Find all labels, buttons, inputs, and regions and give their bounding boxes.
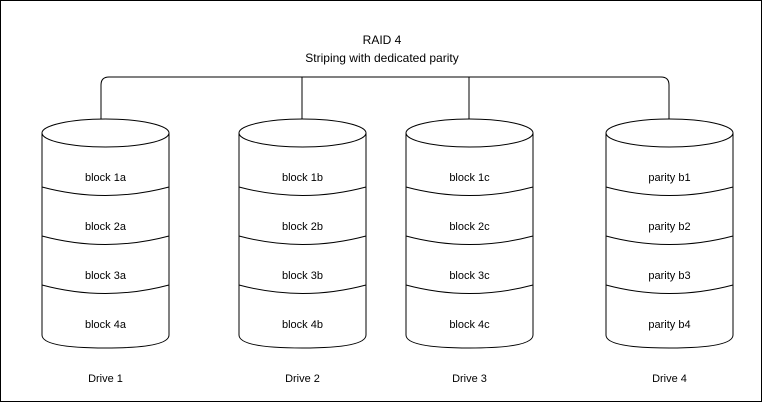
drive-4-block-2: parity b2 (648, 221, 690, 233)
drive-4-cylinder-body (605, 132, 734, 349)
drive-3-block-3: block 3c (449, 270, 490, 282)
drive-3-block-4: block 4c (449, 319, 490, 331)
drive-2-block-2: block 2b (282, 221, 323, 233)
drive-3-divider-2 (405, 235, 534, 245)
drive-1-block-4: block 4a (85, 319, 127, 331)
drive-2-cylinder-body (238, 132, 367, 349)
drive-1-block-1: block 1a (85, 172, 127, 184)
drive-2-divider-1 (238, 186, 367, 196)
drive-1-divider-1 (41, 186, 170, 196)
drive-4-block-4: parity b4 (648, 319, 690, 331)
drive-4-cylinder-top (605, 118, 734, 148)
drive-3-cylinder-body (405, 132, 534, 349)
drive-3-divider-1 (405, 186, 534, 196)
drive-4-block-3: parity b3 (648, 270, 690, 282)
drive-1-block-3: block 3a (85, 270, 127, 282)
drive-1-block-2: block 2a (85, 221, 127, 233)
drive-1-divider-2 (41, 235, 170, 245)
drive-1-cylinder-top (41, 118, 170, 148)
drive-1-group[interactable]: block 1a block 2a block 3a block 4a Driv… (41, 118, 170, 385)
drive-2-group[interactable]: block 1b block 2b block 3b block 4b Driv… (238, 118, 367, 385)
drive-1-cylinder-body (41, 132, 170, 349)
diagram-title-line1: RAID 4 (363, 33, 402, 47)
drive-3-divider-3 (405, 284, 534, 294)
drive-4-block-1: parity b1 (648, 172, 690, 184)
drive-2-block-3: block 3b (282, 270, 323, 282)
drive-1-divider-3 (41, 284, 170, 294)
drive-2-block-1: block 1b (282, 172, 323, 184)
drive-4-divider-1 (605, 186, 734, 196)
diagram-title-line2: Striping with dedicated parity (305, 51, 458, 65)
drive-2-label: Drive 2 (285, 373, 320, 385)
drive-2-block-4: block 4b (282, 319, 323, 331)
drive-4-divider-2 (605, 235, 734, 245)
drive-3-block-2: block 2c (449, 221, 490, 233)
drive-3-label: Drive 3 (452, 373, 487, 385)
drive-4-label: Drive 4 (652, 373, 687, 385)
drive-3-cylinder-top (405, 118, 534, 148)
drive-3-block-1: block 1c (449, 172, 490, 184)
drive-1-label: Drive 1 (88, 373, 123, 385)
drive-4-divider-3 (605, 284, 734, 294)
drive-3-group[interactable]: block 1c block 2c block 3c block 4c Driv… (405, 118, 534, 385)
drive-2-cylinder-top (238, 118, 367, 148)
controller-bus-bracket (100, 76, 670, 133)
drive-4-group[interactable]: parity b1 parity b2 parity b3 parity b4 … (605, 118, 734, 385)
drive-2-divider-2 (238, 235, 367, 245)
drive-2-divider-3 (238, 284, 367, 294)
